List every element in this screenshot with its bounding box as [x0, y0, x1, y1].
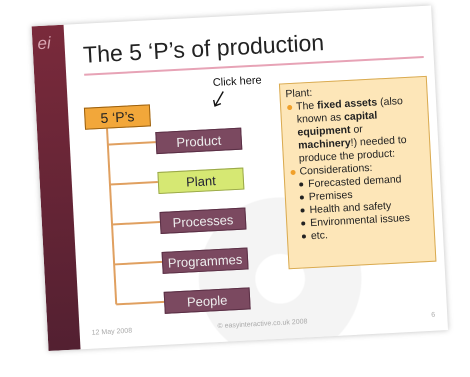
info-panel: Plant: The fixed assets (also known as c… [278, 75, 437, 270]
bullet-text: The [295, 99, 318, 113]
pointer-arrow-icon [212, 91, 224, 107]
tree-connectors [106, 128, 165, 306]
info-list: The fixed assets (also known as capital … [286, 94, 429, 244]
node-product[interactable]: Product [155, 127, 243, 155]
node-processes[interactable]: Processes [159, 207, 247, 234]
tree-root: 5 ‘P’s [83, 104, 151, 130]
slide-number: 6 [431, 311, 436, 319]
bullet-text: or [350, 123, 364, 136]
info-bullet-definition: The fixed assets (also known as capital … [286, 94, 425, 166]
slide: ei The 5 ‘P’s of production Click here 5… [31, 5, 449, 351]
node-plant[interactable]: Plant [157, 167, 245, 195]
node-people[interactable]: People [163, 287, 251, 314]
node-programmes[interactable]: Programmes [161, 247, 249, 274]
